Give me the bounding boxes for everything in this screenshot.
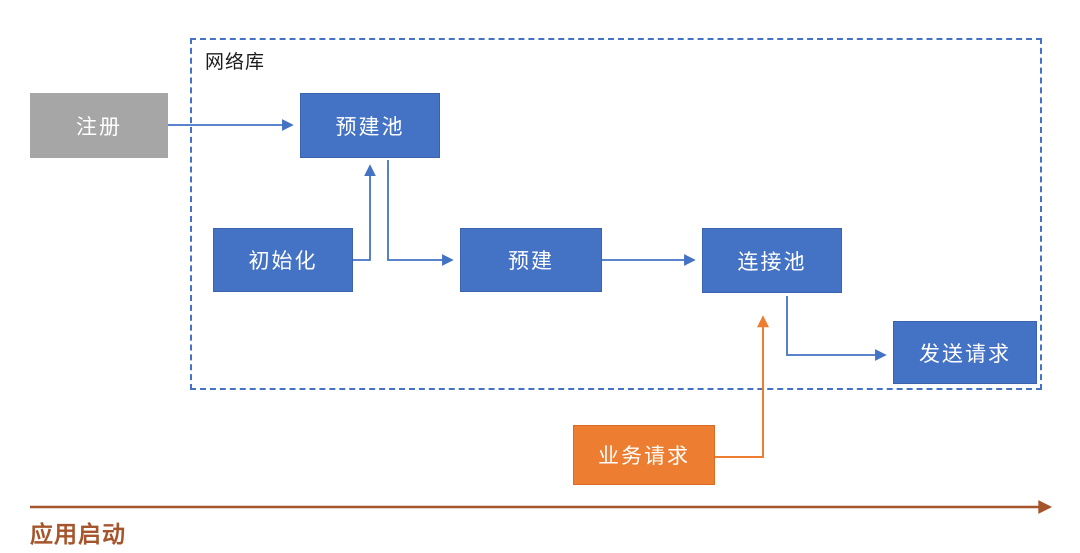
node-biz-request-label: 业务请求 [598, 445, 690, 468]
node-init: 初始化 [213, 228, 353, 292]
node-send-request: 发送请求 [893, 321, 1037, 384]
network-library-container: 网络库 [190, 38, 1042, 390]
node-send-request-label: 发送请求 [919, 342, 1011, 366]
node-register: 注册 [30, 93, 168, 158]
node-prebuild-label: 预建 [508, 250, 554, 273]
node-prebuild: 预建 [460, 228, 602, 292]
node-prebuild-pool: 预建池 [300, 93, 440, 158]
node-register-label: 注册 [76, 115, 122, 139]
network-library-label: 网络库 [205, 52, 266, 73]
timeline-label: 应用启动 [30, 521, 126, 547]
node-biz-request: 业务请求 [573, 425, 715, 485]
node-conn-pool: 连接池 [702, 228, 842, 293]
node-prebuild-pool-label: 预建池 [335, 115, 405, 139]
node-conn-pool-label: 连接池 [737, 250, 807, 274]
node-init-label: 初始化 [248, 250, 318, 273]
